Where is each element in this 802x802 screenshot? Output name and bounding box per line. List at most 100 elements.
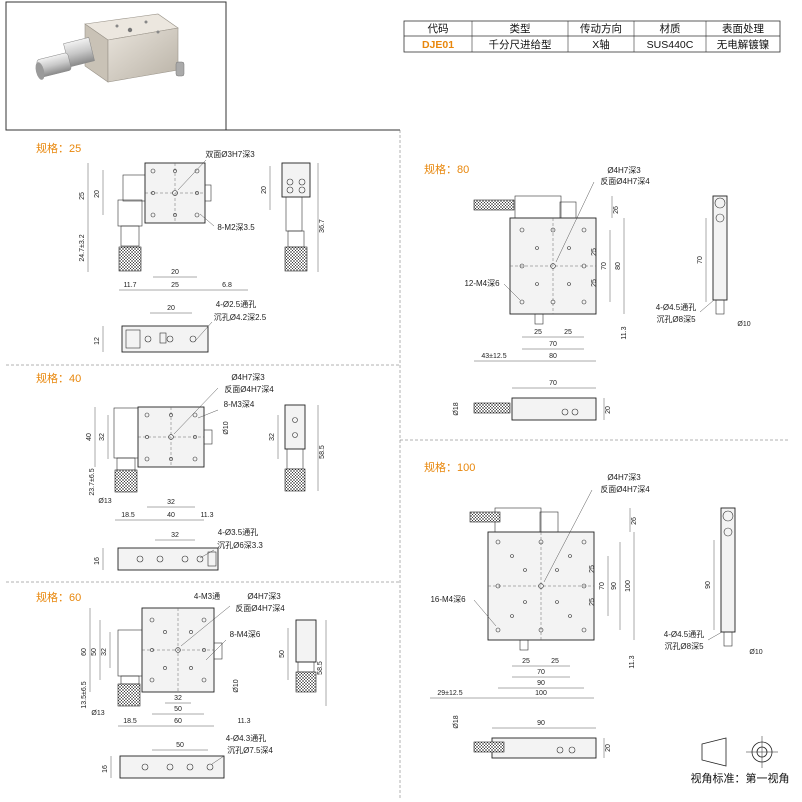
spec-100-dim-side-90: 90 [705,581,712,589]
spec-25-note-thread: 8-M2深3.5 [217,223,255,232]
spec-80-note-thru: 4-Ø4.5通孔 [656,302,696,312]
spec-80-dim-travel: 43±12.5 [481,353,506,360]
spec-40-dim-front-height: 16 [94,557,101,565]
spec-25-dim-travel: 24.7±3.2 [79,234,86,261]
spec-100-dim-right-90: 90 [611,582,618,590]
spec-40-dim-knob: 11.3 [200,512,213,519]
spec-60-dim-knob-dia: Ø10 [233,679,240,692]
spec-100-note-thru: 4-Ø4.5通孔 [664,629,704,639]
spec-60-dim-height: 60 [81,648,88,656]
spec-25-dim-width: 25 [171,282,179,289]
spec-60-dim-barrel: Ø13 [91,710,104,717]
table-header-code: 代码 [428,23,449,35]
spec-25-dim-front-20: 20 [167,305,175,312]
spec-25-note-hole: 双面Ø3H7深3 [205,150,255,159]
spec-80-dim-bottom-25a: 25 [534,329,542,336]
spec-60-dim-pitch-50: 50 [91,648,98,656]
spec-25-dim-hole-pitch: 20 [94,190,101,198]
spec-80-dim-right-80: 80 [615,262,622,270]
spec-100-dim-right-25a: 25 [589,565,596,573]
spec-25-dim-front-height: 12 [94,337,101,345]
spec-60-dim-front-pitch: 50 [176,742,184,749]
spec-80-dim-side-70: 70 [697,256,704,264]
spec-80-dim-bottom-80: 80 [549,353,557,360]
spec-80-label: 规格：80 [424,162,469,176]
spec-40-dim-travel: 23.7±6.5 [89,468,96,495]
spec-25-dim-pitch-20: 20 [171,269,179,276]
spec-60-note-m3: 4-M3通 [194,591,220,601]
spec-40-dim-knob-dia: Ø10 [223,421,230,434]
spec-100-dim-travel: 29±12.5 [437,690,462,697]
table-header-material: 材质 [660,22,681,35]
spec-25-note-cbore: 沉孔Ø4.2深2.5 [214,313,267,322]
spec-40-note-thru: 4-Ø3.5通孔 [218,527,258,537]
spec-25-note-thru: 4-Ø2.5通孔 [216,299,256,309]
spec-60-dim-bottom-50: 50 [174,706,182,713]
projection-standard-label: 视角标准：第一视角 [691,771,790,785]
spec-80-note-rear: 反面Ø4H7深4 [600,176,650,186]
stage-photo-illustration [35,13,185,83]
table-header-direction: 传动方向 [580,22,622,35]
projection-circle-icon [746,736,778,768]
spec-80-dim-knob-dia: Ø10 [737,321,750,328]
spec-80-dim-bottom-70: 70 [549,341,557,348]
spec-100-dim-bottom-70: 70 [537,669,545,676]
spec-40-note-cbore: 沉孔Ø6深3.3 [217,541,263,550]
spec-40-note-thread: 8-M3深4 [224,400,255,409]
spec-100-dim-right-100: 100 [625,580,632,592]
product-photo [5,1,400,131]
spec-100-note-thread: 16-M4深6 [430,595,466,604]
spec-25-dim-side-20: 20 [261,186,268,194]
spec-25-drawing: 规格：25 双面Ø3H7深3 8-M2深3.5 25 20 24.7±3.2 2… [36,141,326,353]
spec-60-dim-side-height: 58.5 [317,661,324,675]
spec-100-dim-bottom-90: 90 [537,680,545,687]
spec-80-dim-knob: 11.3 [621,326,628,339]
spec-100-dim-bottom-25b: 25 [551,658,559,665]
spec-40-dim-side-height: 58.5 [319,445,326,459]
spec-80-dim-right-70: 70 [601,262,608,270]
spec-40-dim-height: 40 [86,433,93,441]
spec-25-dim-height: 25 [79,192,86,200]
spec-80-dim-right-25b: 25 [591,279,598,287]
table-header-type: 类型 [510,22,531,35]
spec-80-dim-right-25a: 25 [591,248,598,256]
spec-60-dim-pitch-32: 32 [101,648,108,656]
spec-100-dim-front-90: 90 [537,720,545,727]
spec-80-dim-front-20: 20 [605,406,612,414]
projection-legend: 视角标准：第一视角 [691,736,790,785]
spec-80-dim-front-dia: Ø18 [453,402,460,415]
spec-table: 代码 类型 传动方向 材质 表面处理 DJE01 千分尺进给型 X轴 SUS44… [403,20,781,53]
table-cell-code: DJE01 [422,39,454,51]
table-cell-type: 千分尺进给型 [489,38,552,51]
section-dividers [6,130,790,800]
spec-60-drawing: 规格：60 4-M3通 Ø4H7深3 反面Ø4H7深4 8-M4深6 60 50… [36,590,327,779]
spec-40-note-rear: 反面Ø4H7深4 [224,384,274,394]
spec-40-dim-bottom-pitch: 32 [167,499,175,506]
spec-60-dim-travel: 13.5±6.5 [81,681,88,708]
spec-25-dim-knob: 6.8 [222,282,232,289]
spec-100-dim-right-70: 70 [599,582,606,590]
spec-60-dim-side-pitch: 50 [279,650,286,658]
spec-80-dim-bottom-25b: 25 [564,329,572,336]
spec-40-label: 规格：40 [36,371,81,385]
spec-40-drawing: 规格：40 Ø4H7深3 反面Ø4H7深4 8-M3深4 40 32 23.7±… [36,371,326,571]
spec-100-note-rear: 反面Ø4H7深4 [600,484,650,494]
spec-40-dim-barrel: Ø13 [98,498,111,505]
spec-60-note-cbore: 沉孔Ø7.5深4 [227,746,273,755]
spec-40-note-hole: Ø4H7深3 [231,373,265,382]
spec-60-note-thread: 8-M4深6 [230,630,261,639]
spec-100-dim-knob: 11.3 [629,655,636,668]
spec-100-label: 规格：100 [424,460,475,474]
table-cell-finish: 无电解镀镍 [717,38,770,51]
spec-40-dim-side-pitch: 32 [269,433,276,441]
spec-80-drawing: 规格：80 Ø4H7深3 反面Ø4H7深4 12-M4深6 26 25 25 7… [424,162,751,421]
spec-100-note-hole: Ø4H7深3 [607,473,641,482]
spec-60-note-thru: 4-Ø4.3通孔 [226,733,266,743]
spec-60-dim-front-height: 16 [102,765,109,773]
table-cell-material: SUS440C [647,39,694,51]
spec-60-dim-width: 60 [174,718,182,725]
spec-40-dim-pitch: 32 [99,433,106,441]
spec-40-dim-offset: 18.5 [121,512,135,519]
spec-60-note-hole: Ø4H7深3 [247,592,281,601]
spec-100-drawing: 规格：100 Ø4H7深3 反面Ø4H7深4 16-M4深6 26 25 25 … [424,460,763,759]
